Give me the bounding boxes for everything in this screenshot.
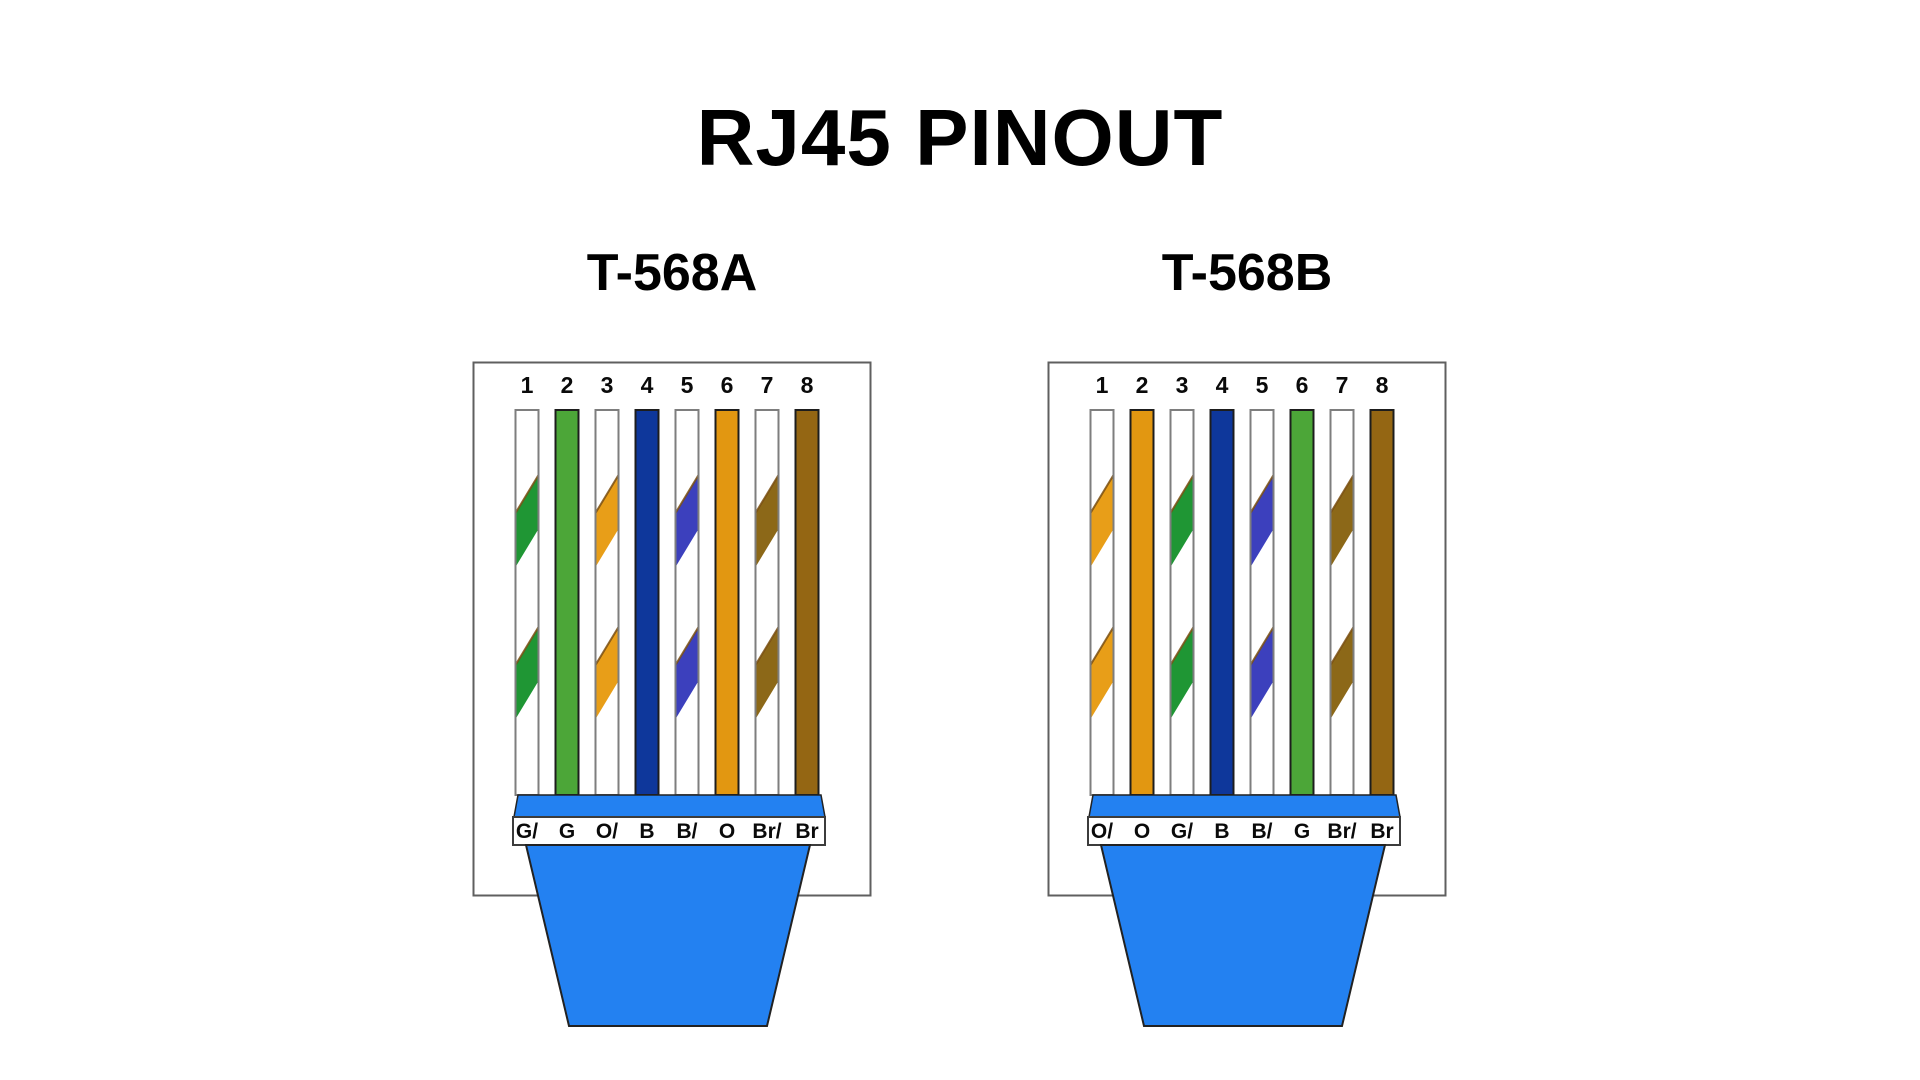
wire-stripes — [596, 474, 618, 718]
wire-label: Br — [795, 820, 818, 843]
wire-stripe — [596, 628, 618, 718]
standard-name-t568a: T-568A — [586, 244, 758, 302]
wire-solid — [1369, 409, 1395, 796]
wire-stripe-edge — [1091, 626, 1113, 666]
wire-label: Br/ — [1327, 820, 1356, 843]
wire-solid — [554, 409, 580, 796]
wire-striped — [754, 409, 780, 796]
plug-top-bar — [513, 794, 826, 818]
pin-number: 6 — [721, 372, 734, 398]
wire-solid — [1209, 409, 1235, 796]
wire-stripes — [1091, 474, 1113, 718]
wire-stripe — [1331, 628, 1353, 718]
wire-stripes — [756, 474, 778, 718]
wire-stripes — [1331, 474, 1353, 718]
wire-stripe — [1091, 628, 1113, 718]
pin-number: 1 — [521, 372, 534, 398]
pin-number: 4 — [1216, 372, 1229, 398]
wire-stripe-edge — [1331, 474, 1353, 514]
wire-stripe — [1251, 628, 1273, 718]
pin-number: 5 — [1256, 372, 1269, 398]
wire-stripe — [516, 476, 538, 566]
wire-striped — [1169, 409, 1195, 796]
standard-name-t568b: T-568B — [1161, 244, 1333, 302]
wire-stripe — [676, 628, 698, 718]
wire-striped — [1089, 409, 1115, 796]
wire-stripe — [1171, 476, 1193, 566]
pin-number: 1 — [1096, 372, 1109, 398]
wire-label: B — [1214, 820, 1229, 843]
wire-solid — [794, 409, 820, 796]
wire-label: Br — [1370, 820, 1393, 843]
wire-stripe-edge — [676, 626, 698, 666]
wire-label: G/ — [516, 820, 538, 843]
plug-top-bar — [1088, 794, 1401, 818]
wire-stripes — [1171, 474, 1193, 718]
pin-number: 3 — [1176, 372, 1189, 398]
wire-label: O/ — [1091, 820, 1113, 843]
wire-stripe-edge — [676, 474, 698, 514]
wire-stripe-edge — [516, 626, 538, 666]
page-title: RJ45 PINOUT — [696, 93, 1224, 182]
plug-body — [524, 844, 812, 1027]
wire-label: Br/ — [752, 820, 781, 843]
wire-stripe — [676, 476, 698, 566]
wire-label: G/ — [1171, 820, 1193, 843]
wire-stripe — [756, 476, 778, 566]
wire-stripes — [676, 474, 698, 718]
wire-stripes — [516, 474, 538, 718]
wire-striped — [594, 409, 620, 796]
wire-stripe — [756, 628, 778, 718]
pin-number: 3 — [601, 372, 614, 398]
pin-number: 2 — [1136, 372, 1149, 398]
wire-label: B/ — [1252, 820, 1273, 843]
pin-number: 2 — [561, 372, 574, 398]
wire-solid — [634, 409, 660, 796]
wire-striped — [674, 409, 700, 796]
wire-stripe-edge — [1091, 474, 1113, 514]
plug-body — [1099, 844, 1387, 1027]
wire-solid — [714, 409, 740, 796]
wire-stripe-edge — [1251, 626, 1273, 666]
wire-stripes — [1251, 474, 1273, 718]
pin-number: 7 — [761, 372, 774, 398]
pin-number: 7 — [1336, 372, 1349, 398]
wire-striped — [514, 409, 540, 796]
connector-diagram-t568b: 1 2 3 4 5 6 7 8O/O G/B B/G Br/Br — [1047, 361, 1447, 1027]
wire-stripe — [1091, 476, 1113, 566]
wire-label: O/ — [596, 820, 618, 843]
wire-stripe-edge — [756, 626, 778, 666]
wire-label-strip — [1087, 816, 1401, 846]
wire-stripe-edge — [596, 626, 618, 666]
wire-label: G — [1294, 820, 1310, 843]
wire-label: G — [559, 820, 575, 843]
wire-stripe-edge — [516, 474, 538, 514]
wire-label: B — [639, 820, 654, 843]
wire-stripe — [1251, 476, 1273, 566]
wire-label: O — [719, 820, 735, 843]
wire-stripe — [596, 476, 618, 566]
pin-number: 5 — [681, 372, 694, 398]
wire-stripe-edge — [756, 474, 778, 514]
connector-diagram-t568a: 1 2 3 4 5 6 7 8G/G O/B B/O Br/Br — [472, 361, 872, 1027]
wire-label: O — [1134, 820, 1150, 843]
pin-number: 4 — [641, 372, 654, 398]
wire-stripe — [1331, 476, 1353, 566]
wire-solid — [1129, 409, 1155, 796]
wire-stripe — [516, 628, 538, 718]
wire-stripe — [1171, 628, 1193, 718]
wire-striped — [1249, 409, 1275, 796]
wire-label: B/ — [677, 820, 698, 843]
wire-stripe-edge — [596, 474, 618, 514]
wire-stripe-edge — [1171, 626, 1193, 666]
wire-solid — [1289, 409, 1315, 796]
pin-number: 8 — [801, 372, 814, 398]
wire-stripe-edge — [1251, 474, 1273, 514]
pin-number: 6 — [1296, 372, 1309, 398]
wire-stripe-edge — [1331, 626, 1353, 666]
wire-stripe-edge — [1171, 474, 1193, 514]
pin-number: 8 — [1376, 372, 1389, 398]
wire-striped — [1329, 409, 1355, 796]
